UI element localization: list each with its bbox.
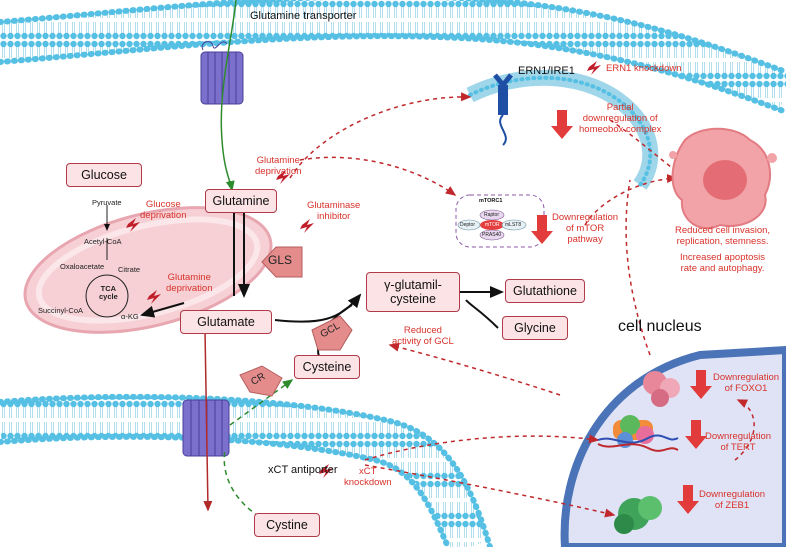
cell-outcome-1-label: Reduced cell invasion, replication, stem…	[675, 225, 771, 247]
glutaminase-inhibitor-label: Glutaminase inhibitor	[307, 200, 361, 222]
mtor-pathway-effect-label: Downregulation of mTOR pathway	[552, 212, 619, 245]
cell-nucleus-label: cell nucleus	[618, 318, 702, 335]
ern1-knockdown-label: ERN1 knockdown	[606, 63, 682, 74]
gls-enzyme	[261, 246, 303, 278]
cell-outcome-2-label: Increased apoptosis rate and autophagy.	[680, 252, 766, 274]
ern1-receptor-shape	[493, 73, 513, 146]
tert-effect-label: Downregulation of TERT	[705, 431, 772, 453]
glutamine-transporter-label: Glutamine transporter	[250, 10, 357, 22]
deptor-label: Deptor	[460, 222, 476, 228]
xct-knockdown-label: xCT knockdown	[344, 466, 392, 488]
glutamine-box: Glutamine	[205, 189, 277, 213]
gamma-glutamylcysteine-box: γ-glutamil- cysteine	[366, 272, 460, 312]
cystine-box: Cystine	[254, 513, 320, 537]
glutamine-deprivation-label-top: Glutamine deprivation	[255, 155, 302, 177]
ern1-label: ERN1/IRE1	[518, 65, 575, 77]
glutathione-box: Glutathione	[505, 279, 585, 303]
foxo1-protein	[643, 371, 680, 407]
top-membrane	[0, 0, 786, 111]
homeobox-effect-label: Partial downregulation of homeobox compl…	[579, 102, 662, 135]
mtorc1-title: mTORC1	[479, 198, 503, 204]
bottom-membrane	[0, 396, 489, 547]
zeb1-effect-label: Downregulation of ZEB1	[699, 489, 766, 511]
glutamine-transporter-shape	[200, 41, 244, 105]
glycine-box: Glycine	[502, 316, 568, 340]
pyruvate-label: Pyruvate	[92, 198, 122, 207]
glutamate-box: Glutamate	[180, 310, 272, 334]
pras40-label: PRAS40	[482, 232, 502, 238]
zeb1-protein	[614, 496, 662, 534]
glucose-deprivation-label: Glucose deprivation	[140, 199, 187, 221]
reduced-gcl-label: Reduced activity of GCL	[392, 325, 454, 347]
mtor-label: mTOR	[485, 222, 500, 228]
a-kg-label: α-KG	[121, 312, 139, 321]
glutamine-deprivation-label-mito: Glutamine deprivation	[166, 272, 213, 294]
succinyl-coa-label: Succinyl-CoA	[38, 306, 84, 315]
mlst8-label: mLST8	[505, 222, 522, 228]
gls-label: GLS	[268, 253, 293, 267]
raptor-label: Raptor	[484, 212, 500, 218]
gcl-enzyme	[311, 315, 353, 351]
xct-antiporter-label: xCT antiporter	[268, 464, 338, 476]
glucose-box: Glucose	[66, 163, 142, 187]
cr-enzyme	[239, 365, 283, 397]
foxo1-effect-label: Downregulation of FOXO1	[713, 372, 780, 394]
acetyl-coa-label: Acetyl-CoA	[84, 237, 122, 246]
cysteine-box: Cysteine	[294, 355, 360, 379]
tert-protein	[597, 415, 679, 452]
oxaloacetate-label: Oxaloacetate	[60, 262, 105, 271]
tca-cycle-label: TCA cycle	[99, 284, 118, 301]
citrate-label: Citrate	[118, 265, 141, 274]
